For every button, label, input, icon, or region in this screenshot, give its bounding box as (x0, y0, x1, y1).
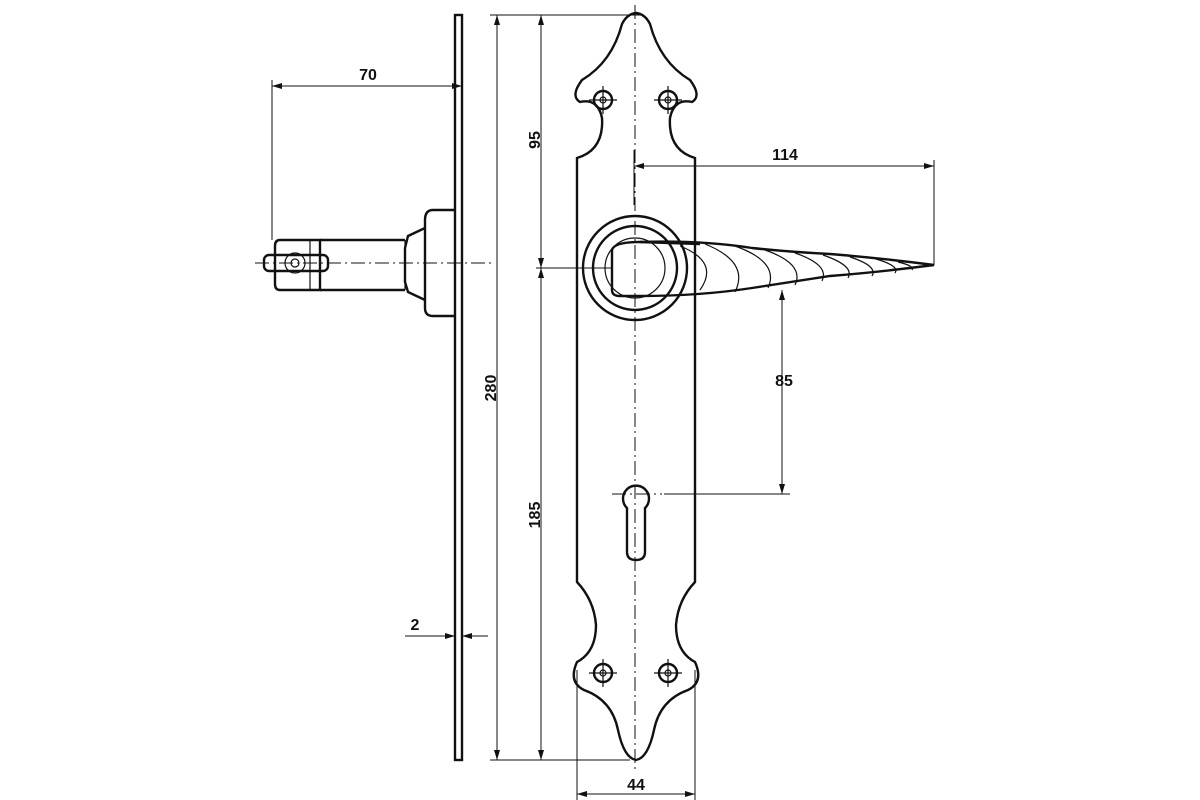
dim-label-85: 85 (775, 373, 793, 390)
dimension-85: 85 (664, 290, 793, 495)
dim-label-44: 44 (627, 777, 645, 794)
side-handle-end (273, 238, 322, 292)
dim-label-70: 70 (359, 67, 377, 84)
side-plate (453, 13, 464, 762)
dimension-70: 70 (271, 67, 462, 240)
dimension-114: 114 (633, 147, 935, 265)
side-shank (320, 238, 405, 292)
dim-label-95: 95 (527, 131, 544, 149)
dimension-185: 185 (527, 268, 544, 760)
front-view (572, 5, 935, 770)
dimension-44: 44 (576, 670, 696, 800)
side-view (255, 13, 495, 762)
side-collar (403, 226, 426, 302)
dimension-280: 280 (483, 14, 640, 761)
lever-neck (610, 250, 640, 298)
keyhole (621, 484, 651, 562)
dim-label-2: 2 (411, 617, 420, 634)
dim-label-185: 185 (527, 502, 544, 529)
front-backplate (572, 11, 700, 762)
side-rosette (423, 208, 455, 318)
dim-label-280: 280 (483, 375, 500, 402)
dim-label-114: 114 (772, 147, 798, 164)
dimension-95: 95 (527, 15, 612, 269)
dimension-2: 2 (405, 617, 488, 639)
